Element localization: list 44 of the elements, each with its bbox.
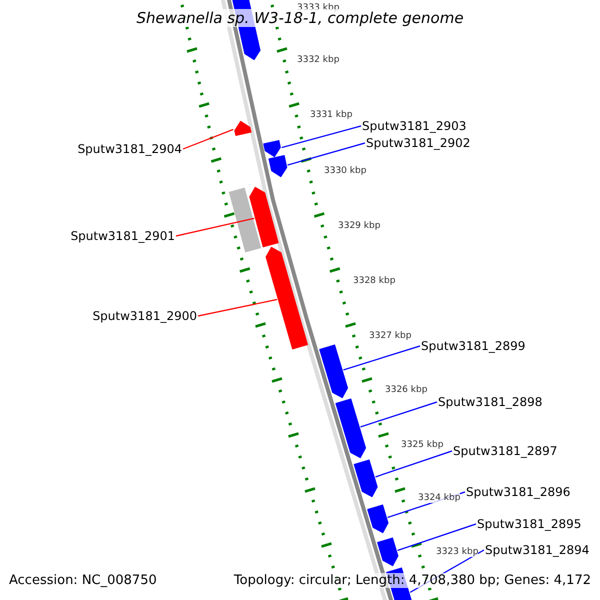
feature-block bbox=[228, 188, 262, 252]
leader-line bbox=[375, 450, 452, 478]
leader-line bbox=[397, 523, 476, 551]
gene-label: Sputw3181_2899 bbox=[421, 339, 526, 353]
gene-block bbox=[354, 459, 378, 498]
gene-label: Sputw3181_2897 bbox=[453, 444, 558, 458]
footer-text: Topology: circular; Length: 4,708,380 bp; Genes: 4,172 bbox=[234, 573, 591, 588]
gene-block bbox=[335, 398, 366, 458]
scale-label: 3331 kbp bbox=[310, 110, 352, 120]
leader-line bbox=[360, 401, 438, 428]
gene-block bbox=[268, 155, 288, 178]
gene-label: Sputw3181_2895 bbox=[477, 517, 582, 531]
gene-block bbox=[263, 140, 281, 158]
gene-label: Sputw3181_2903 bbox=[362, 119, 466, 133]
leader-line bbox=[282, 125, 362, 148]
scale-label: 3323 kbp bbox=[436, 547, 478, 557]
scale-label: 3326 kbp bbox=[385, 385, 428, 395]
gene-block bbox=[377, 537, 398, 566]
gene-block bbox=[266, 246, 308, 350]
footer-text: Accession: NC_008750 bbox=[9, 573, 157, 588]
gene-label: Sputw3181_2901 bbox=[70, 229, 175, 243]
gene-label: Sputw3181_2898 bbox=[438, 395, 542, 409]
gene-label: Sputw3181_2902 bbox=[366, 136, 470, 150]
scale-label: 3332 kbp bbox=[297, 55, 340, 65]
scale-label: 3328 kbp bbox=[353, 276, 396, 286]
scale-label: 3327 kbp bbox=[369, 331, 412, 341]
leader-line bbox=[287, 142, 366, 166]
scale-label: 3329 kbp bbox=[338, 221, 380, 231]
gene-block bbox=[319, 344, 348, 398]
scale-label: 3325 kbp bbox=[401, 440, 444, 450]
leader-line bbox=[198, 298, 278, 317]
gene-label: Sputw3181_2894 bbox=[485, 543, 590, 557]
gene-block bbox=[249, 186, 279, 248]
gene-block bbox=[367, 504, 389, 534]
scale-label: 3324 kbp bbox=[418, 493, 460, 503]
leader-line bbox=[343, 345, 420, 370]
scale-label: 3330 kbp bbox=[324, 166, 366, 176]
gene-label: Sputw3181_2896 bbox=[466, 485, 570, 499]
gene-label: Sputw3181_2904 bbox=[78, 142, 182, 156]
gene-label: Sputw3181_2900 bbox=[92, 309, 197, 323]
leader-line bbox=[176, 218, 254, 237]
title: Shewanella sp. W3-18-1, complete genome bbox=[136, 9, 464, 27]
leader-line bbox=[182, 128, 234, 150]
gene-block bbox=[234, 120, 252, 136]
